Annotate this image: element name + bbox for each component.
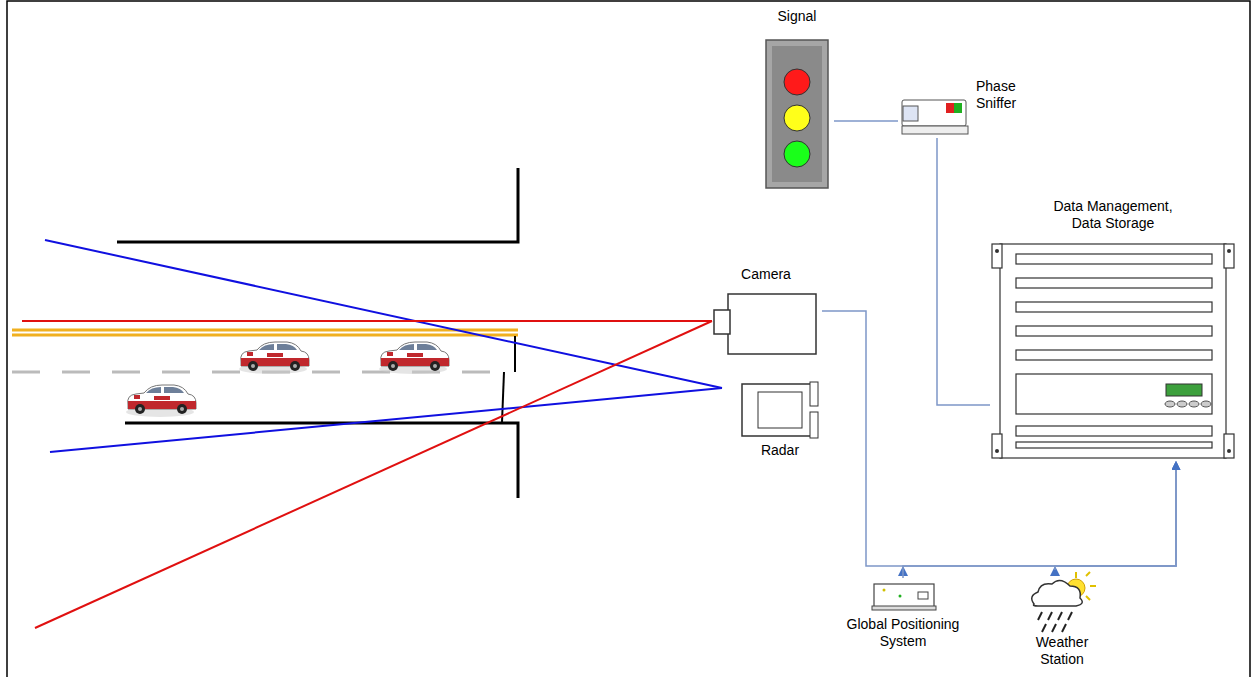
connector (903, 462, 1176, 578)
node-label: Camera (712, 266, 820, 283)
radar-body (758, 392, 802, 428)
radar-body (742, 384, 812, 436)
frame (7, 1, 1250, 677)
car (239, 342, 309, 374)
sniffer-led (954, 103, 962, 113)
camera-field (35, 321, 712, 628)
sniffer-port (903, 106, 918, 121)
radar-face (810, 382, 818, 406)
gps-unit (872, 606, 936, 610)
weather-icon (1032, 572, 1096, 632)
connector (1055, 462, 1176, 570)
red-lamp (784, 69, 810, 95)
node-label: Radar (738, 442, 822, 459)
camera-node: Camera (712, 264, 822, 358)
connector (834, 120, 898, 122)
yellow-lamp (784, 105, 810, 131)
node-label: Global Positioning System (838, 616, 968, 650)
signal-head (766, 40, 828, 188)
center-line (12, 329, 518, 332)
radar-field (45, 240, 722, 388)
curb (117, 168, 518, 242)
car (379, 342, 449, 374)
camera-body (728, 294, 816, 354)
gps-node: Global Positioning System (838, 578, 970, 654)
camera-lens (714, 310, 730, 334)
data-rack (992, 244, 1234, 458)
weather-node: Weather Station (1012, 570, 1112, 670)
node-label: Signal (762, 8, 832, 25)
center-line (12, 334, 518, 337)
car (126, 385, 196, 417)
stop-bar (514, 336, 516, 372)
sniffer-node: Phase Sniffer (898, 78, 1048, 138)
sniffer-led (946, 103, 954, 113)
node-label: Weather Station (1020, 634, 1104, 668)
signal-head (772, 46, 822, 182)
gps-unit (874, 584, 934, 608)
green-lamp (784, 141, 810, 167)
rack-buttons (1165, 401, 1211, 407)
rack-display (1166, 384, 1202, 396)
gps-port (918, 592, 928, 599)
signal-node: Signal (762, 4, 834, 190)
connector (822, 311, 1176, 566)
sniffer-base (902, 126, 968, 134)
radar-face (810, 412, 818, 438)
camera-field (22, 320, 712, 322)
sniffer-body (902, 100, 966, 126)
node-label: Phase Sniffer (976, 78, 1042, 112)
radar-node: Radar (738, 380, 824, 466)
storage-node: Data Management, Data Storage (990, 196, 1236, 462)
node-label: Data Management, Data Storage (1038, 198, 1188, 232)
connector (937, 138, 990, 405)
curb (125, 423, 518, 498)
